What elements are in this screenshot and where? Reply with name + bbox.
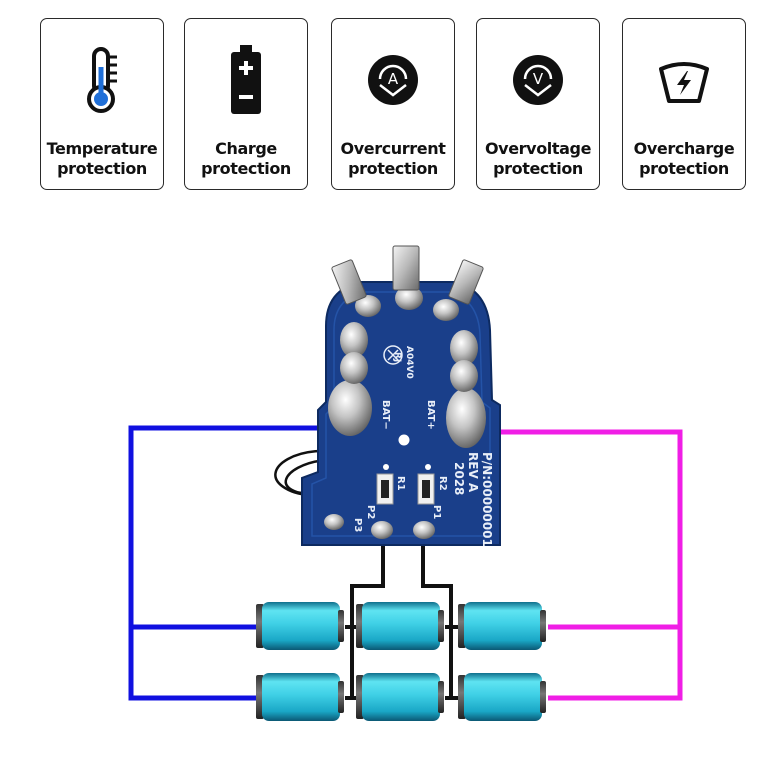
card-label: Overcurrent protection	[332, 139, 454, 179]
voltmeter-icon: V	[513, 55, 563, 105]
overcharge-icon	[659, 62, 709, 103]
positive-wire	[478, 429, 683, 701]
solder-pad	[340, 322, 368, 358]
card-subtitle: protection	[201, 159, 291, 178]
card-title: Overcharge	[633, 139, 735, 158]
balance-wire	[345, 540, 458, 700]
card-subtitle: protection	[493, 159, 583, 178]
card-overcharge-protection: Overcharge protection	[622, 18, 746, 190]
solder-pad-p2	[371, 521, 393, 539]
wiring-diagram: RJ A04V0 BAT− BAT+ 2028 REV A P/N:000000…	[128, 245, 683, 721]
pcb-code-b: RJ	[392, 352, 402, 362]
pcb-code-a: A04V0	[404, 346, 414, 379]
negative-wire	[128, 425, 350, 701]
card-overcurrent-protection: A Overcurrent protection	[331, 18, 455, 190]
pcb-label-r1: R1	[395, 476, 406, 491]
pcb-board: RJ A04V0 BAT− BAT+ 2028 REV A P/N:000000…	[301, 281, 501, 547]
mounting-hole	[398, 434, 410, 446]
ammeter-letter: A	[388, 70, 399, 88]
solder-pad-p3	[324, 514, 344, 530]
card-title: Overvoltage	[484, 139, 592, 158]
card-title: Temperature	[46, 139, 158, 158]
battery-cell	[256, 602, 344, 650]
card-subtitle: protection	[348, 159, 438, 178]
pcb-logo	[383, 345, 403, 365]
solder-pad	[450, 360, 478, 392]
card-label: Charge protection	[185, 139, 307, 179]
pcb-label-p2: P2	[365, 505, 376, 519]
solder-pad-bat-minus	[328, 380, 372, 436]
battery-icon	[231, 45, 261, 114]
card-label: Overvoltage protection	[477, 139, 599, 179]
pcb-label-bat-plus: BAT+	[425, 400, 436, 430]
battery-cell	[458, 602, 546, 650]
battery-cell	[356, 673, 444, 721]
solder-pad	[340, 352, 368, 384]
card-label: Temperature protection	[41, 139, 163, 179]
solder-pad	[355, 295, 381, 317]
card-overvoltage-protection: V Overvoltage protection	[476, 18, 600, 190]
thermometer-icon	[87, 47, 117, 113]
card-subtitle: protection	[639, 159, 729, 178]
ammeter-icon: A	[368, 55, 418, 105]
pcb-label-p1: P1	[431, 505, 442, 519]
card-title: Charge	[215, 139, 277, 158]
protection-features: Temperature protection Charge protection	[0, 0, 768, 200]
pcb-dot	[425, 464, 431, 470]
solder-pad	[450, 330, 478, 366]
battery-cell	[356, 602, 444, 650]
card-title: Overcurrent	[340, 139, 446, 158]
resistor-r2	[417, 473, 435, 505]
battery-pack	[256, 602, 546, 721]
pcb-dot	[383, 464, 389, 470]
voltmeter-letter: V	[533, 70, 544, 88]
pcb-label-bat-minus: BAT−	[380, 400, 391, 430]
resistor-r1	[376, 473, 394, 505]
terminal-tabs	[331, 245, 484, 305]
solder-pad-p1	[413, 521, 435, 539]
pcb-label-p3: P3	[352, 518, 363, 532]
solder-pad	[433, 299, 459, 321]
card-subtitle: protection	[57, 159, 147, 178]
solder-pad	[395, 286, 423, 310]
pcb-date-code: 2028	[452, 462, 466, 495]
pcb-part-number: P/N:00000001	[480, 452, 494, 547]
pcb-revision: REV A	[466, 452, 480, 493]
card-charge-protection: Charge protection	[184, 18, 308, 190]
card-temperature-protection: Temperature protection	[40, 18, 164, 190]
pcb-label-r2: R2	[437, 476, 448, 491]
battery-cell	[458, 673, 546, 721]
battery-cell	[256, 673, 344, 721]
solder-pad-bat-plus	[446, 388, 486, 448]
card-label: Overcharge protection	[623, 139, 745, 179]
